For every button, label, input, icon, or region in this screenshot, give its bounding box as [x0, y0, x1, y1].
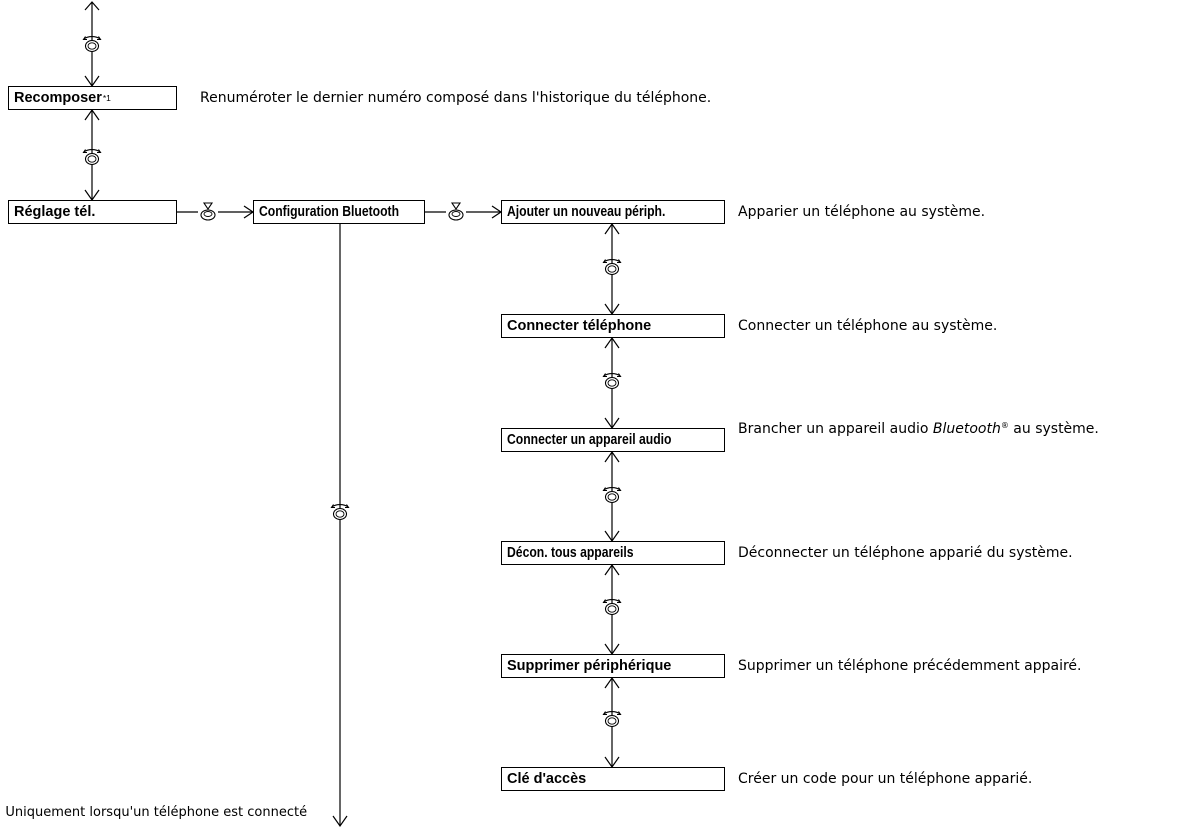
menu-item-label: Réglage tél. — [14, 204, 96, 220]
menu-item-ajouter-peripherique[interactable]: Ajouter un nouveau périph. — [501, 200, 725, 224]
menu-item-label: Clé d'accès — [507, 771, 587, 787]
menu-item-recomposer[interactable]: Recomposer*1 — [8, 86, 177, 110]
menu-item-configuration-bluetooth[interactable]: Configuration Bluetooth — [253, 200, 425, 224]
menu-item-label: Configuration Bluetooth — [259, 204, 400, 220]
menu-item-label: Connecter téléphone — [507, 318, 652, 334]
menu-item-connecter-appareil-audio[interactable]: Connecter un appareil audio — [501, 428, 725, 452]
arrowhead — [604, 563, 620, 576]
arrowhead — [604, 336, 620, 349]
arrowhead — [332, 815, 348, 828]
menu-item-decon-tous-appareils[interactable]: Décon. tous appareils — [501, 541, 725, 565]
description-ajouter: Apparier un téléphone au système. — [738, 204, 986, 220]
menu-item-label: Ajouter un nouveau périph. — [507, 204, 666, 220]
description-recomposer: Renuméroter le dernier numéro composé da… — [200, 90, 712, 106]
description-text: Brancher un appareil audio — [738, 421, 933, 437]
description-connecter-telephone: Connecter un téléphone au système. — [738, 318, 998, 334]
menu-item-reglage-tel[interactable]: Réglage tél. — [8, 200, 177, 224]
menu-item-label: Connecter un appareil audio — [507, 432, 672, 448]
arrowhead — [604, 676, 620, 689]
menu-item-label: Décon. tous appareils — [507, 545, 634, 561]
menu-item-connecter-telephone[interactable]: Connecter téléphone — [501, 314, 725, 338]
footnote-marker: *1 — [102, 93, 111, 103]
description-decon: Déconnecter un téléphone apparié du syst… — [738, 545, 1073, 561]
description-supprimer: Supprimer un téléphone précédemment appa… — [738, 658, 1082, 674]
arrowhead — [604, 450, 620, 463]
menu-item-label: Supprimer périphérique — [507, 658, 672, 674]
menu-item-cle-acces[interactable]: Clé d'accès — [501, 767, 725, 791]
description-text: au système. — [1008, 421, 1099, 437]
menu-item-supprimer-peripherique[interactable]: Supprimer périphérique — [501, 654, 725, 678]
description-connecter-audio: Brancher un appareil audio Bluetooth® au… — [738, 418, 1099, 437]
arrowhead — [84, 1, 100, 11]
arrowhead — [84, 108, 100, 121]
registered-mark: ® — [1000, 421, 1009, 430]
arrowhead — [604, 222, 620, 235]
menu-item-label: Recomposer — [14, 90, 102, 106]
description-cle: Créer un code pour un téléphone apparié. — [738, 771, 1033, 787]
footnote: *1 : Uniquement lorsqu'un téléphone est … — [0, 805, 308, 820]
bluetooth-brand-text: Bluetooth — [932, 421, 1001, 437]
